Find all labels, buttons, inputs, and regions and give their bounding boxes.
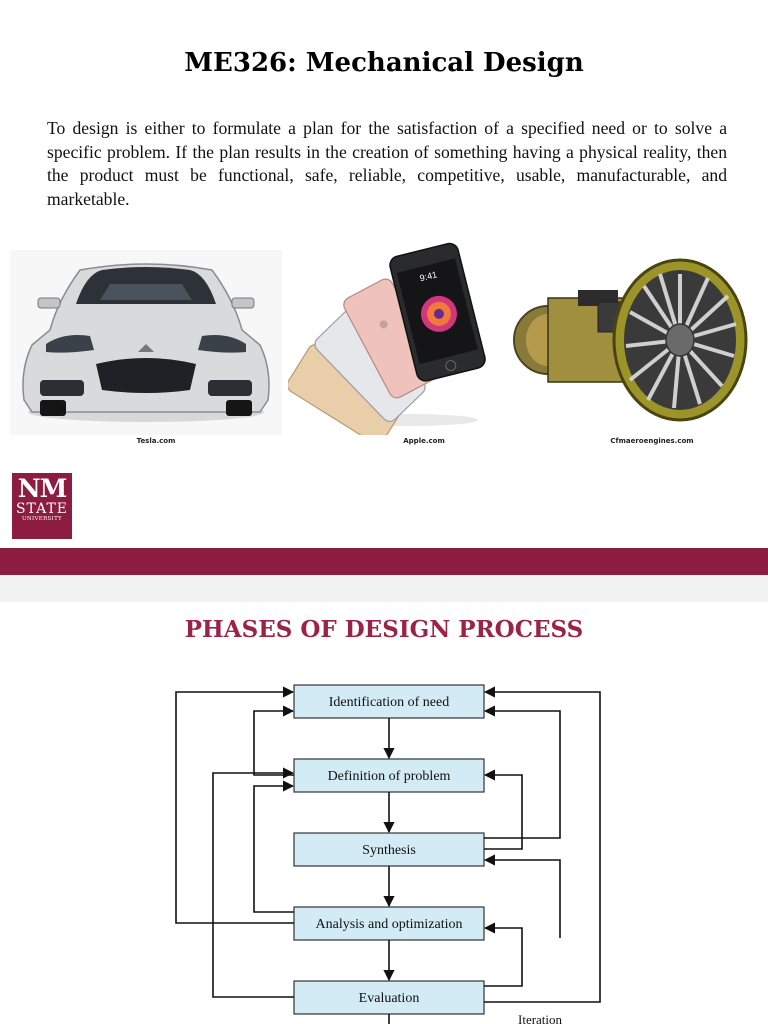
slide-1-title: ME326: Mechanical Design — [184, 48, 584, 78]
feedback-arrow — [212, 767, 295, 998]
feedback-arrow — [253, 705, 295, 776]
step-label: Identification of need — [329, 695, 450, 710]
maroon-footer-bar — [0, 548, 768, 575]
slide-2: PHASES OF DESIGN PROCESS Identification … — [0, 602, 768, 1024]
logo-nm-text: NM — [17, 474, 68, 503]
step-label: Evaluation — [359, 991, 420, 1006]
step-label: Definition of problem — [328, 769, 451, 784]
step-box-evaluation: Evaluation — [293, 980, 485, 1015]
feedback-arrow — [483, 769, 523, 850]
apple-caption: Apple.com — [403, 437, 445, 445]
tesla-caption: Tesla.com — [136, 437, 176, 445]
feedback-arrow — [483, 705, 561, 839]
iteration-label: Iteration — [518, 1012, 563, 1024]
svg-text:9:41: 9:41 — [419, 269, 438, 283]
feedback-arrow — [483, 854, 561, 938]
feedback-arrow — [175, 686, 295, 924]
iphone-image: 9:41 — [288, 242, 486, 435]
nmsu-logo: NM STATE UNIVERSITY — [12, 473, 72, 539]
feedback-arrow — [483, 686, 601, 1003]
logo-university-text: UNIVERSITY — [22, 516, 62, 522]
feedback-arrow — [483, 922, 523, 987]
slide-1: ME326: Mechanical Design To design is ei… — [10, 48, 748, 539]
step-box-identification: Identification of need — [293, 684, 485, 719]
jet-engine-image — [513, 258, 748, 422]
feedback-arrow — [253, 780, 295, 913]
step-box-analysis: Analysis and optimization — [293, 906, 485, 941]
step-box-definition: Definition of problem — [293, 758, 485, 793]
slide-separator — [0, 575, 768, 602]
tesla-car-image — [10, 250, 282, 435]
logo-state-text: STATE — [15, 501, 69, 517]
slide-2-title: PHASES OF DESIGN PROCESS — [184, 616, 584, 643]
step-label: Analysis and optimization — [316, 917, 463, 932]
design-process-flowchart: Identification of need Definition of pro… — [175, 684, 601, 1024]
cfm-caption: Cfmaeroengines.com — [610, 437, 694, 445]
step-box-synthesis: Synthesis — [293, 832, 485, 867]
design-definition-paragraph: To design is either to formulate a plan … — [47, 118, 727, 209]
step-label: Synthesis — [362, 843, 416, 858]
